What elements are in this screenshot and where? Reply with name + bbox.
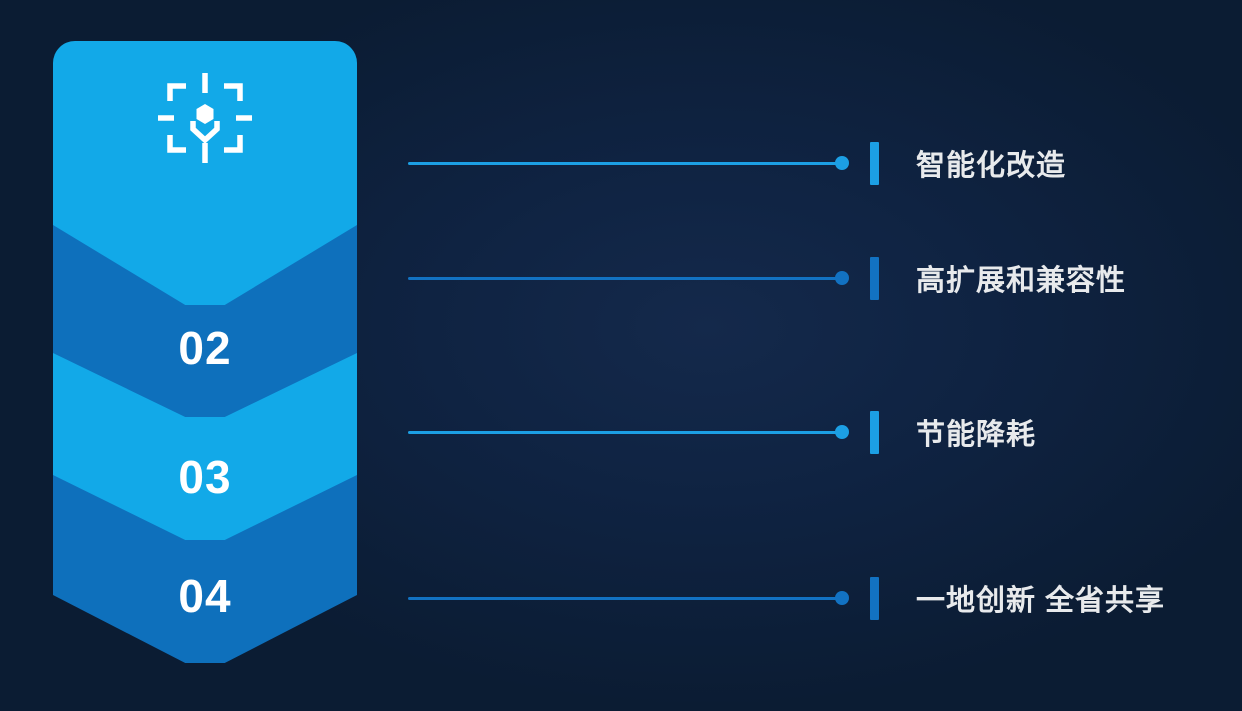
feature-label: 高扩展和兼容性 bbox=[916, 265, 1127, 297]
line-end-dot-icon bbox=[835, 156, 849, 170]
feature-row-2: 高扩展和兼容性 bbox=[408, 254, 1126, 302]
feature-row-4: 一地创新 全省共享 bbox=[408, 574, 1165, 622]
feature-label: 智能化改造 bbox=[916, 150, 1067, 182]
feature-label: 节能降耗 bbox=[916, 419, 1037, 451]
scan-target-cube-icon bbox=[158, 73, 252, 163]
connector-line bbox=[408, 276, 839, 280]
icon-corner-bottom-left bbox=[167, 135, 186, 153]
line-end-dot-icon bbox=[835, 591, 849, 605]
accent-bar bbox=[870, 256, 879, 300]
step-number-03: 03 bbox=[178, 451, 232, 503]
feature-row-3: 节能降耗 bbox=[408, 408, 1036, 456]
feature-row-1: 智能化改造 bbox=[408, 139, 1066, 187]
feature-label: 一地创新 全省共享 bbox=[916, 585, 1166, 617]
icon-corner-top-right bbox=[224, 83, 243, 101]
step-number-02: 02 bbox=[178, 322, 232, 374]
accent-bar bbox=[870, 410, 879, 454]
connector-line bbox=[408, 596, 839, 600]
icon-corner-top-left bbox=[167, 83, 186, 101]
icon-corner-bottom-right bbox=[224, 135, 243, 153]
line-end-dot-icon bbox=[835, 271, 849, 285]
icon-cube-outline bbox=[190, 121, 220, 144]
step-number-04: 04 bbox=[178, 570, 232, 622]
icon-center-hexagon bbox=[196, 104, 214, 124]
accent-bar bbox=[870, 141, 879, 185]
connector-line bbox=[408, 430, 839, 434]
accent-bar bbox=[870, 576, 879, 620]
line-end-dot-icon bbox=[835, 425, 849, 439]
connector-line bbox=[408, 161, 839, 165]
